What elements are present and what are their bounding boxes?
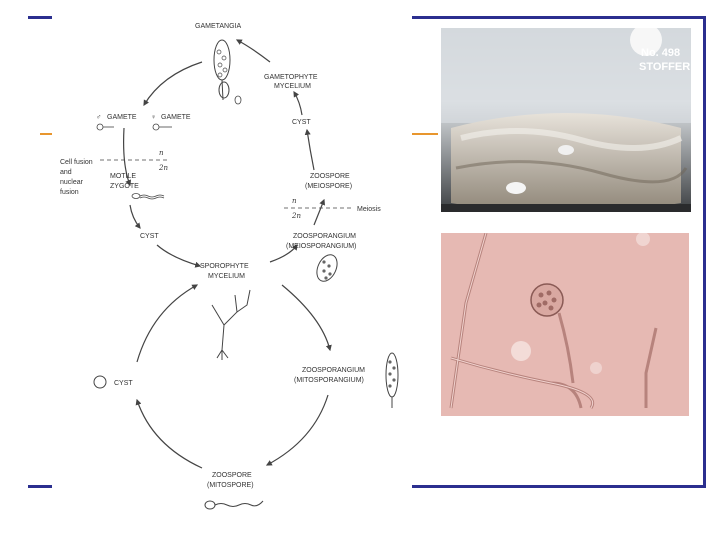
arrow-zoospore-to-cyst (304, 128, 315, 171)
accent-line-right (410, 133, 438, 135)
arrow-gametangia-to-gamete (143, 61, 203, 107)
label-2n-right: 2n (291, 212, 301, 220)
label-zoosporangium-mito-2: (MITOSPORANGIUM) (294, 377, 364, 384)
label-female-gamete: GAMETE (161, 114, 191, 121)
life-cycle-diagram: GAMETANGIA GAMETOPHYTE MYCELIUM ♂ GAMETE… (52, 0, 412, 512)
label-meiosis: Meiosis (357, 206, 381, 213)
zygote-icon (131, 193, 165, 200)
flask-culture-photo: No. 498 STOFFER (441, 28, 691, 212)
arrow-cyst-bottom-to-sporophyte (136, 284, 199, 363)
arrow-mitosporangium-to-zoospore (265, 394, 329, 466)
label-sporophyte-1: SPOROPHYTE (200, 263, 249, 270)
label-zoosporangium-meio-1: ZOOSPORANGIUM (293, 233, 356, 240)
label-motile-1: MOTILE (110, 173, 136, 180)
accent-line-left (40, 133, 54, 135)
mitosporangium-icon (385, 352, 399, 408)
arrow-sporophyte-to-meiosporangium (269, 244, 298, 263)
label-male-gamete: GAMETE (107, 114, 137, 121)
label-motile-2: ZYGOTE (110, 183, 139, 190)
label-cell-fusion-3: nuclear (60, 179, 84, 186)
label-gametophyte-1: GAMETOPHYTE (264, 74, 318, 81)
label-gametangia: GAMETANGIA (195, 23, 241, 30)
label-cyst-top: CYST (292, 119, 311, 126)
arrow-meiosporangium-to-zoospore (313, 198, 326, 226)
label-zoosporangium-meio-2: (MEIOSPORANGIUM) (286, 243, 356, 250)
micrograph-photo (441, 233, 689, 416)
frame-bottom-right (410, 485, 706, 488)
gametangia-icon (213, 39, 242, 105)
arrow-sporophyte-to-mitosporangium (281, 284, 332, 352)
gamete-icons (96, 123, 172, 131)
arrow-gamete-to-zygote (123, 127, 132, 187)
male-symbol: ♂ (96, 114, 101, 121)
arrow-zygote-to-cyst (129, 204, 141, 229)
frame-top-left (28, 16, 60, 19)
flask-label-line1: No. 498 (641, 47, 680, 59)
label-zoosporangium-mito-1: ZOOSPORANGIUM (302, 367, 365, 374)
label-2n-top: 2n (158, 164, 168, 172)
sporophyte-mycelium-icon (211, 289, 251, 360)
arrow-zoospore-to-cyst-bottom (135, 398, 203, 469)
label-cell-fusion-1: Cell fusion (60, 159, 93, 166)
label-n-top: n (159, 149, 164, 157)
frame-right (703, 16, 706, 488)
label-zoospore-meio-2: (MEIOSPORE) (305, 183, 352, 190)
label-cyst-left: CYST (140, 233, 159, 240)
cyst-bottom-icon (93, 375, 107, 389)
arrow-cyst-to-gametophyte (293, 90, 303, 116)
meiosporangium-icon (316, 254, 338, 282)
female-symbol: ♀ (151, 114, 156, 121)
label-sporophyte-2: MYCELIUM (208, 273, 245, 280)
label-zoospore-mito-1: ZOOSPORE (212, 472, 252, 479)
label-cell-fusion-4: fusion (60, 189, 79, 196)
label-zoospore-meio-1: ZOOSPORE (310, 173, 350, 180)
arrow-cyst-to-sporophyte (156, 244, 202, 268)
label-zoospore-mito-2: (MITOSPORE) (207, 482, 254, 489)
mitospore-icon (204, 500, 264, 510)
label-cyst-bottom: CYST (114, 380, 133, 387)
flask-label-line2: STOFFER (639, 61, 690, 73)
frame-bottom-left (28, 485, 60, 488)
label-gametophyte-2: MYCELIUM (274, 83, 311, 90)
arrow-gametophyte-to-gametangia (235, 39, 271, 63)
label-cell-fusion-2: and (60, 169, 72, 176)
label-n-right: n (292, 197, 297, 205)
frame-top-right (410, 16, 706, 19)
